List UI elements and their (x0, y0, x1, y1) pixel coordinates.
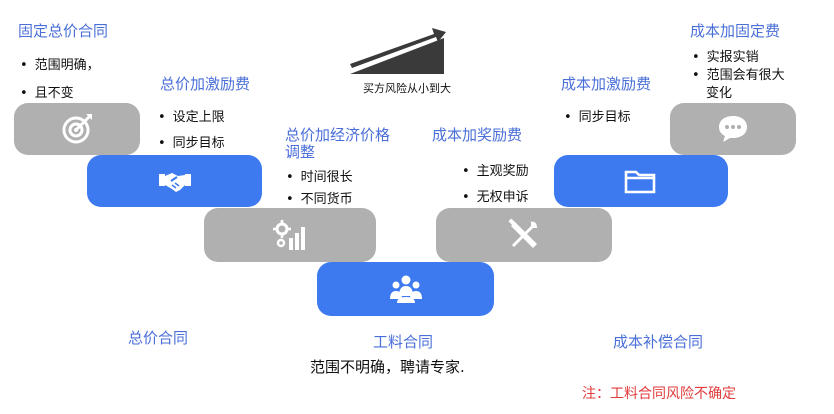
folder-icon (624, 170, 656, 194)
footer-caption: 注：工料合同风险不确定 (582, 386, 736, 402)
step6-bullet-1: 同步目标 (564, 110, 631, 126)
step7-bullet-1: 实报实销 (692, 50, 759, 66)
step6-title: 成本加激励费 (561, 75, 652, 93)
step4-block (317, 262, 494, 316)
step7-block (670, 103, 796, 155)
step6-block (554, 155, 728, 207)
step3-block (204, 208, 376, 262)
handshake-icon (158, 173, 191, 192)
gear-chart-icon (273, 220, 305, 250)
step4-title: 工料合同 (373, 333, 434, 351)
risk-arrow-graphic (350, 28, 446, 74)
step5-title: 成本加奖励费 (432, 126, 523, 144)
risk-arrow-label: 买方风险从小到大 (363, 82, 451, 95)
step7-bullet-2-continuation: 变化 (706, 86, 733, 101)
step2-title: 总价加激励费 (160, 75, 251, 93)
step3-bullet-2: 不同货币 (286, 192, 353, 208)
step3-title-line1: 总价加经济价格 (285, 126, 391, 144)
tools-icon (508, 218, 537, 248)
group-label-cost-reimbursable: 成本补偿合同 (613, 333, 704, 351)
target-icon (62, 114, 92, 144)
team-icon (389, 275, 422, 303)
step1-title: 固定总价合同 (18, 22, 109, 40)
chat-icon (719, 116, 747, 142)
step2-bullet-1: 设定上限 (158, 110, 225, 126)
footer-note: 范围不明确，聘请专家. (310, 358, 465, 376)
step5-bullet-2: 无权申诉 (462, 190, 529, 206)
step5-block (436, 208, 612, 262)
step5-bullet-1: 主观奖励 (462, 164, 529, 180)
step7-bullet-2: 范围会有很大 (692, 68, 785, 84)
step2-block (87, 155, 262, 207)
step1-block (14, 103, 140, 155)
step1-bullet-2: 且不变 (20, 86, 74, 102)
step3-bullet-1: 时间很长 (286, 170, 353, 186)
group-label-fixed-price: 总价合同 (128, 329, 189, 347)
step2-bullet-2: 同步目标 (158, 136, 225, 152)
step3-title-line2: 调整 (285, 143, 316, 161)
step1-bullet-1: 范围明确， (20, 58, 100, 74)
step7-title: 成本加固定费 (690, 22, 781, 40)
